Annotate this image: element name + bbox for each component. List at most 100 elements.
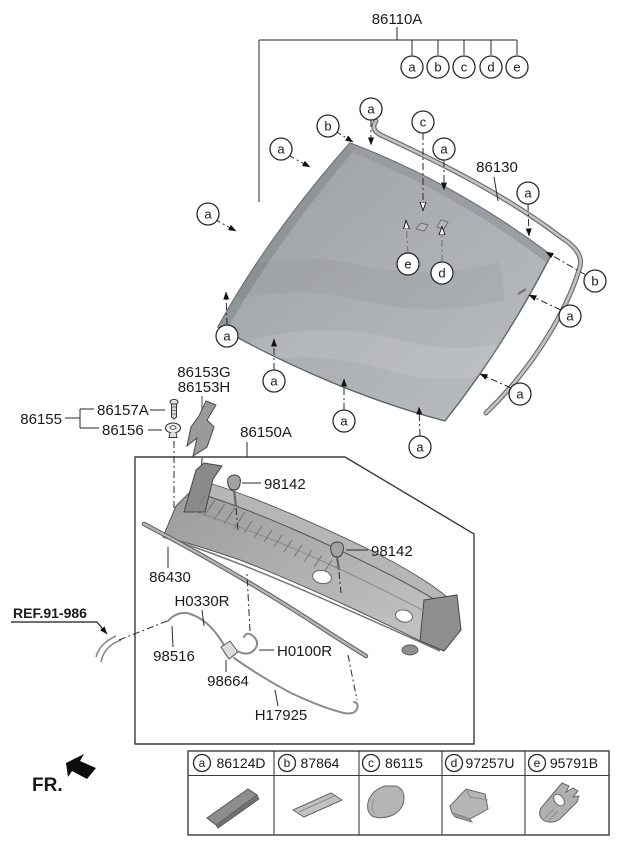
cowl-assembly-box: 86150A 98142 bbox=[134, 424, 475, 745]
legend-thumb-pad-87864 bbox=[291, 792, 344, 818]
hose-c-part-number: H17925 bbox=[255, 707, 308, 724]
svg-text:a: a bbox=[440, 142, 448, 157]
svg-text:a: a bbox=[277, 142, 285, 157]
top-callout-d: d bbox=[479, 55, 503, 79]
callout-a: a bbox=[262, 369, 286, 393]
assembly-bracket-ticks bbox=[411, 40, 518, 55]
connector-part-number: 98664 bbox=[207, 673, 249, 690]
legend-thumb-strip-86124D bbox=[206, 788, 260, 829]
screw-icon bbox=[169, 398, 179, 420]
svg-text:b: b bbox=[324, 119, 331, 134]
legend-column-dividers bbox=[273, 751, 526, 835]
svg-text:b: b bbox=[284, 756, 291, 770]
legend-part-c: 86115 bbox=[385, 755, 423, 771]
hose-b-part-number: H0100R bbox=[277, 643, 332, 660]
svg-text:b: b bbox=[434, 60, 441, 75]
callout-b: b bbox=[583, 269, 607, 293]
fastener-group-part-number: 86155 bbox=[20, 411, 62, 428]
ref-hose-stub bbox=[95, 635, 122, 663]
top-callout-a: a bbox=[400, 55, 424, 79]
legend-part-a: 86124D bbox=[216, 755, 265, 771]
legend-part-d: 97257U bbox=[465, 755, 514, 771]
legend-thumb-pad-97257U bbox=[449, 788, 489, 823]
ref-link-group: REF.91-986 bbox=[11, 605, 168, 663]
svg-text:c: c bbox=[461, 60, 468, 75]
svg-text:a: a bbox=[367, 102, 375, 117]
hose-h0330r bbox=[167, 611, 227, 650]
callout-a: a bbox=[516, 181, 540, 205]
assembly-callout-group: 86110A a b c d e bbox=[258, 11, 529, 202]
windshield-glass bbox=[217, 142, 552, 422]
callout-a: a bbox=[508, 382, 532, 406]
callout-b: b bbox=[316, 114, 340, 138]
molding-part-number: 86130 bbox=[476, 159, 518, 176]
molding-leader bbox=[493, 176, 499, 202]
legend-thumb-bracket-95791B bbox=[539, 782, 580, 823]
callout-a: a bbox=[359, 97, 383, 121]
svg-text:a: a bbox=[204, 207, 212, 222]
legend-header-e: e 95791B bbox=[527, 753, 598, 773]
svg-text:a: a bbox=[270, 374, 278, 389]
ref-arrow-line bbox=[96, 621, 108, 635]
washer-hose-group: H0330R 98516 98664 H0100R H17925 bbox=[153, 573, 359, 724]
svg-text:a: a bbox=[199, 756, 206, 770]
svg-text:e: e bbox=[513, 60, 520, 75]
legend-header-c: c 86115 bbox=[361, 753, 423, 773]
top-callout-c: c bbox=[452, 55, 476, 79]
cowl-top-panel bbox=[162, 462, 462, 656]
glass-shading bbox=[218, 143, 551, 379]
side-cover-group: 86153G 86153H bbox=[177, 364, 231, 504]
cowl-foot bbox=[401, 644, 419, 656]
svg-text:a: a bbox=[516, 387, 524, 402]
hose-a-part-number: H0330R bbox=[174, 593, 229, 610]
ref-link[interactable]: REF.91-986 bbox=[13, 605, 87, 621]
cowl-left-end bbox=[183, 462, 223, 513]
cowl-right-end bbox=[419, 594, 462, 652]
glass-callout-circles: a a b a c a a b a a a a a a e d bbox=[196, 97, 607, 459]
callout-d: d bbox=[430, 261, 454, 285]
grommet-part-number: 86156 bbox=[102, 422, 144, 439]
wiper-pivot-hole-left bbox=[312, 569, 332, 585]
fastener-bracket bbox=[65, 408, 99, 429]
callout-a: a bbox=[558, 304, 582, 328]
molding-highlight bbox=[372, 119, 582, 415]
legend-header-d: d 97257U bbox=[444, 753, 515, 773]
svg-text:a: a bbox=[408, 60, 416, 75]
edge-clip bbox=[517, 288, 527, 295]
mirror-clip-left bbox=[415, 222, 429, 232]
legend-part-e: 95791B bbox=[550, 755, 598, 771]
callout-a: a bbox=[269, 137, 293, 161]
svg-text:e: e bbox=[404, 257, 411, 272]
windshield-molding: 86130 bbox=[371, 118, 584, 416]
side-cover-part-number-1: 86153G bbox=[177, 364, 230, 381]
front-arrow-icon bbox=[66, 754, 96, 779]
svg-text:d: d bbox=[451, 756, 458, 770]
front-label: FR. bbox=[32, 775, 63, 796]
side-cover-piece bbox=[186, 400, 217, 458]
fastener-label-group: 86155 86157A 86156 bbox=[20, 398, 182, 516]
hose-clip-part-number: 98516 bbox=[153, 648, 195, 665]
svg-text:c: c bbox=[368, 756, 374, 770]
callout-a: a bbox=[408, 435, 432, 459]
svg-text:a: a bbox=[416, 440, 424, 455]
cowl-box-frame bbox=[134, 456, 475, 745]
legend-part-b: 87864 bbox=[301, 755, 340, 771]
weatherstrip-part-number: 86430 bbox=[149, 569, 191, 586]
assembly-part-number: 86110A bbox=[372, 11, 423, 28]
legend-thumb-pad-86115 bbox=[367, 785, 405, 819]
screw-part-number: 86157A bbox=[97, 402, 149, 419]
cowl-vent-slats bbox=[198, 495, 333, 573]
pin-clip-2: 98142 bbox=[330, 541, 413, 594]
assembly-bracket-line bbox=[258, 27, 517, 202]
glass-callout-leaders bbox=[213, 120, 587, 437]
top-callout-b: b bbox=[426, 55, 450, 79]
svg-text:a: a bbox=[340, 414, 348, 429]
callout-a: a bbox=[432, 137, 456, 161]
svg-text:e: e bbox=[534, 756, 541, 770]
side-cover-part-number-2: 86153H bbox=[178, 379, 231, 396]
pin-clip-part-number-2: 98142 bbox=[371, 543, 413, 560]
svg-text:a: a bbox=[566, 309, 574, 324]
pin-clip-part-number-1: 98142 bbox=[264, 476, 306, 493]
